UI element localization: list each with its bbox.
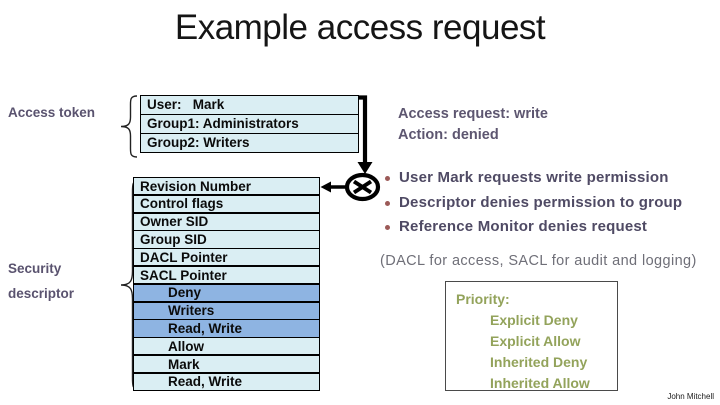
token-row: Group2: Writers <box>141 134 358 152</box>
bullet-dot-icon <box>385 200 390 206</box>
token-brace-icon <box>120 95 138 158</box>
descriptor-row: SACL Pointer <box>134 266 319 284</box>
access-request-text: Access request: write <box>398 106 548 122</box>
author-credit: John Mitchell <box>667 392 714 401</box>
request-status: Access request: write Action: denied <box>398 104 548 146</box>
descriptor-row-deny-ace: Writers <box>134 302 319 319</box>
priority-item: Inherited Deny <box>490 354 588 370</box>
access-token-label: Access token <box>8 105 96 120</box>
descriptor-row: Revision Number <box>134 178 319 195</box>
bullet-item: User Mark requests write permission <box>385 169 715 186</box>
security-descriptor-box: Revision Number Control flags Owner SID … <box>133 177 320 392</box>
bullet-text: Descriptor denies permission to group <box>399 193 683 211</box>
priority-item: Explicit Allow <box>490 333 581 349</box>
bullet-item: Descriptor denies permission to group <box>385 194 715 211</box>
access-token-box: User: Mark Group1: Administrators Group2… <box>140 95 359 153</box>
priority-heading: Priority: <box>456 291 510 307</box>
bullet-dot-icon <box>385 176 390 181</box>
acl-note: (DACL for access, SACL for audit and log… <box>380 253 697 269</box>
bullet-text: User Mark requests write permission <box>399 169 669 186</box>
token-row: Group1: Administrators <box>141 115 358 133</box>
security-descriptor-label: Security descriptor <box>8 261 75 301</box>
action-denied-text: Action: denied <box>398 127 499 143</box>
priority-box: Priority: Explicit Deny Explicit Allow I… <box>445 281 618 391</box>
descriptor-row-deny-ace: Deny <box>134 284 319 302</box>
flow-arrow-left-icon <box>320 181 348 193</box>
descriptor-row-allow-ace: Read, Write <box>134 373 319 391</box>
descriptor-row: Owner SID <box>134 213 319 230</box>
bullet-dot-icon <box>385 225 390 230</box>
flow-arrow-down-icon <box>357 95 373 174</box>
bullet-item: Reference Monitor denies request <box>385 218 715 235</box>
slide-title: Example access request <box>174 8 546 47</box>
priority-item: Explicit Deny <box>490 312 578 328</box>
descriptor-row-deny-ace: Read, Write <box>134 320 319 337</box>
descriptor-row: DACL Pointer <box>134 249 319 266</box>
descriptor-row: Group SID <box>134 231 319 248</box>
priority-items: Explicit Deny Explicit Allow Inherited D… <box>490 310 617 394</box>
bullet-text: Reference Monitor denies request <box>399 218 648 235</box>
denied-icon <box>344 172 381 202</box>
bullet-list: User Mark requests write permission Desc… <box>385 169 715 243</box>
priority-item: Inherited Allow <box>490 375 590 391</box>
descriptor-row-allow-ace: Allow <box>134 338 319 355</box>
descriptor-row-allow-ace: Mark <box>134 355 319 373</box>
descriptor-row: Control flags <box>134 195 319 213</box>
token-row: User: Mark <box>141 96 358 114</box>
